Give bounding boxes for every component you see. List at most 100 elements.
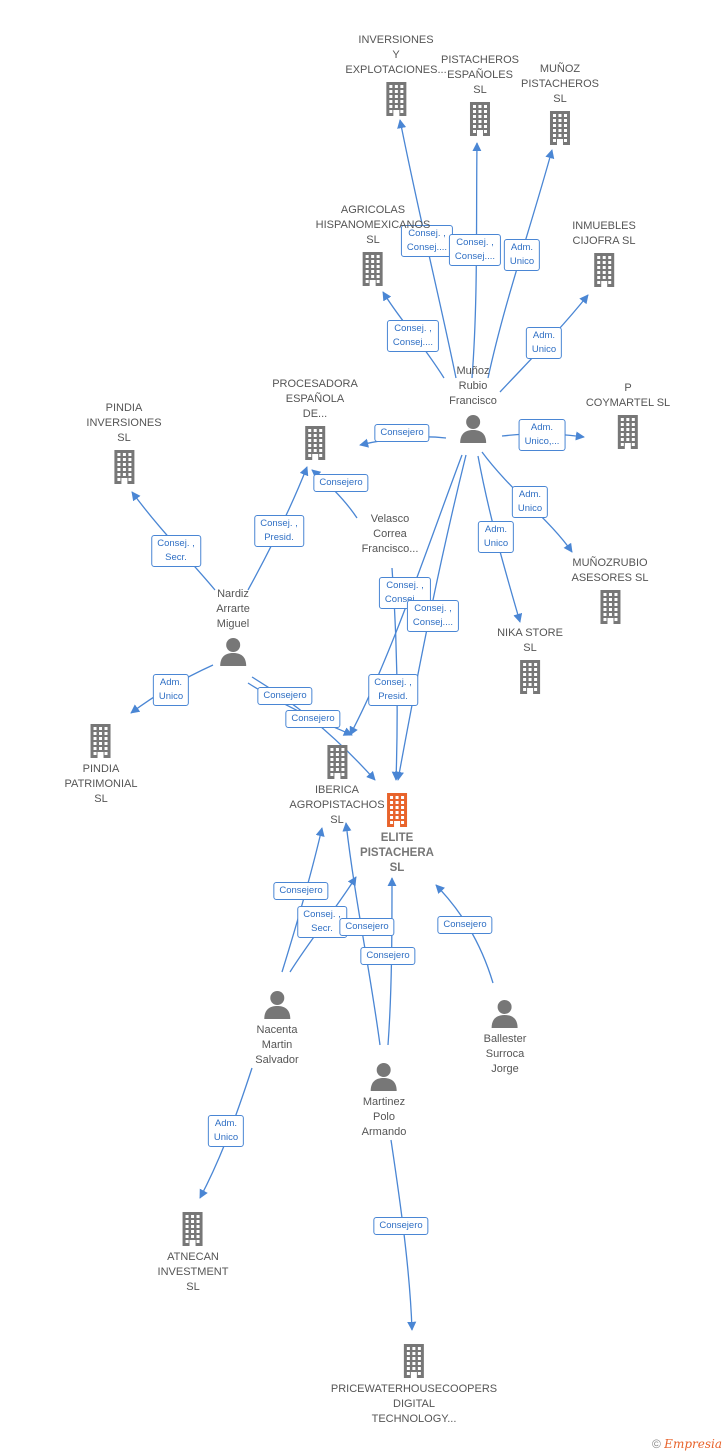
edge-label-line: Consej.... (412, 617, 454, 628)
edge-label-e1[interactable]: Consej. ,Consej.... (400, 225, 454, 257)
node-label-line: HISPANOMEXICANOS (315, 219, 431, 231)
edge-label-line: Consej. , (414, 603, 452, 614)
edge-label-e14[interactable]: Consej. ,Presid. (368, 674, 418, 706)
edge-label-line: Unico (531, 344, 557, 355)
edge-label-e9[interactable]: Adm.Unico (477, 521, 515, 553)
edge-label-line: Consej. , (394, 323, 432, 334)
edge-label-e3[interactable]: Adm.Unico (503, 239, 541, 271)
node-label-line: INMUEBLES (572, 220, 636, 232)
node-label-line: PATRIMONIAL (64, 778, 138, 790)
edge-label-line: Consej. , (386, 580, 424, 591)
node-label-line: SL (523, 642, 537, 654)
person-icon (370, 1063, 397, 1091)
brand-initial: E (664, 1437, 673, 1451)
edge-label-line: Adm. (484, 524, 508, 535)
edge-label-line: Consejero (366, 950, 410, 961)
edge-label-e4[interactable]: Consej. ,Consej.... (386, 320, 440, 352)
node-label-line: MUÑOZ (539, 63, 581, 75)
edge-label-line: Secr. (311, 923, 333, 934)
node-label-line: ATNECAN (167, 1251, 219, 1263)
node-label-line: AGROPISTACHOS (289, 799, 385, 811)
node-label-line: Ballester (483, 1033, 527, 1045)
edge-label-line: Consej. , (303, 909, 341, 920)
edge-label-e11[interactable]: Consej. , Consej.... (406, 600, 460, 632)
edge-label-line: Adm. (530, 422, 554, 433)
node-label-line: SL (389, 862, 405, 874)
person-icon (491, 1000, 518, 1028)
node-label-line: INVERSIONES (86, 417, 162, 429)
node-label-line: Y (392, 49, 400, 61)
building-icon (387, 793, 407, 827)
node-label-line: Surroca (485, 1048, 525, 1060)
edge-label-e22[interactable]: Consejero (360, 947, 416, 965)
edge-label-e17[interactable]: Consejero (257, 687, 313, 705)
edge-label-e6[interactable]: Consejero (374, 424, 430, 442)
edge-label-e12[interactable]: Consej. ,Presid. (254, 515, 304, 547)
edge-label-ballester[interactable]: Consejero (437, 916, 493, 934)
node-label-line: SL (366, 234, 380, 246)
node-label-line: ELITE (380, 832, 414, 844)
node-label-line: Martin (261, 1039, 293, 1051)
edge-label-e20[interactable]: Consej. , Secr. (297, 906, 347, 938)
node-label-line: MUÑOZRUBIO (572, 557, 648, 569)
edge-label-e15[interactable]: Consej. ,Secr. (151, 535, 201, 567)
node-label-line: SL (186, 1281, 200, 1293)
edge-label-e18[interactable]: Consejero (285, 710, 341, 728)
edge-label-line: Consejero (443, 919, 487, 930)
node-label-line: Rubio (458, 380, 488, 392)
edge-label-e7[interactable]: Adm.Unico,... (518, 419, 566, 451)
edge-label-line: Consejero (319, 477, 363, 488)
node-label-line: Correa (373, 528, 407, 540)
building-icon (183, 1212, 203, 1246)
edge-label-e23[interactable]: Adm.Unico (207, 1115, 245, 1147)
node-label-line: PRICEWATERHOUSECOOPERS (330, 1383, 498, 1395)
edge-label-e24[interactable]: Consejero (373, 1217, 429, 1235)
edge-label-line: Unico (158, 691, 184, 702)
edge-label-line: Consej. , (157, 538, 195, 549)
person-icon (220, 638, 246, 666)
edge-label-e5[interactable]: Adm.Unico (525, 327, 563, 359)
node-label-line: Armando (361, 1126, 407, 1138)
edge-label-e13[interactable]: Consejero (313, 474, 369, 492)
edge-label-e21[interactable]: Consejero (339, 918, 395, 936)
edge-label-line: Consejero (279, 885, 323, 896)
edge-label-e2[interactable]: Consej. ,Consej.... (448, 234, 502, 266)
node-label-line: ESPAÑOLA (285, 393, 345, 405)
edge-label-e19[interactable]: Consejero (273, 882, 329, 900)
edge-label-e8[interactable]: Adm.Unico (511, 486, 549, 518)
building-icon (519, 660, 540, 694)
edge-label-line: Consej. , (374, 677, 412, 688)
edge-label-e16[interactable]: Adm.Unico (152, 674, 190, 706)
empresia-credit[interactable]: © Empresia (652, 1437, 722, 1451)
node-label-line: PINDIA (105, 402, 143, 414)
